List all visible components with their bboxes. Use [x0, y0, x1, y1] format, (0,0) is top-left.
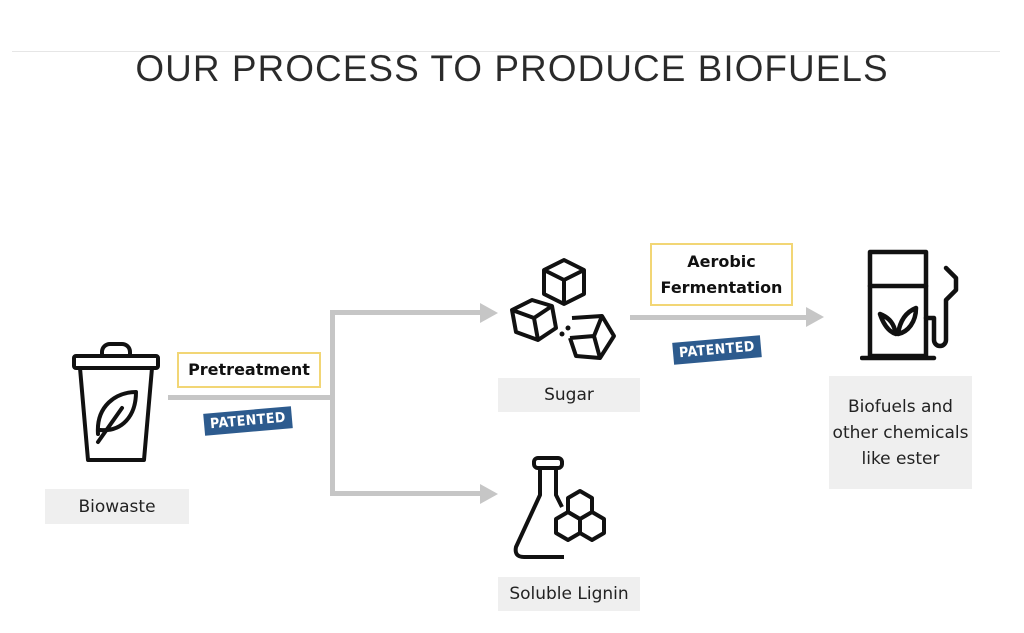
- node-soluble-lignin: Soluble Lignin: [498, 577, 640, 611]
- patented-stamp: PATENTED: [672, 335, 762, 365]
- connector-line: [330, 310, 335, 496]
- node-biowaste: Biowaste: [45, 489, 189, 524]
- node-sugar: Sugar: [498, 378, 640, 412]
- arrow-to-lignin: [330, 491, 482, 496]
- fuel-pump-leaf-icon: [860, 249, 959, 361]
- page-title: OUR PROCESS TO PRODUCE BIOFUELS: [135, 48, 889, 89]
- connector-line: [168, 395, 334, 400]
- sugar-cubes-icon: [510, 258, 616, 360]
- arrow-to-sugar: [330, 310, 482, 315]
- arrowhead: [480, 484, 498, 504]
- step-aerobic-fermentation: Aerobic Fermentation: [650, 243, 793, 306]
- node-biofuels: Biofuels and other chemicals like ester: [829, 376, 972, 489]
- flask-lignin-icon: [513, 456, 606, 559]
- arrowhead: [806, 307, 824, 327]
- trash-bin-leaf-icon: [72, 342, 160, 462]
- arrow-to-biofuels: [630, 315, 808, 320]
- patented-stamp: PATENTED: [203, 406, 293, 436]
- step-pretreatment: Pretreatment: [177, 352, 321, 388]
- arrowhead: [480, 303, 498, 323]
- divider: [12, 51, 1000, 52]
